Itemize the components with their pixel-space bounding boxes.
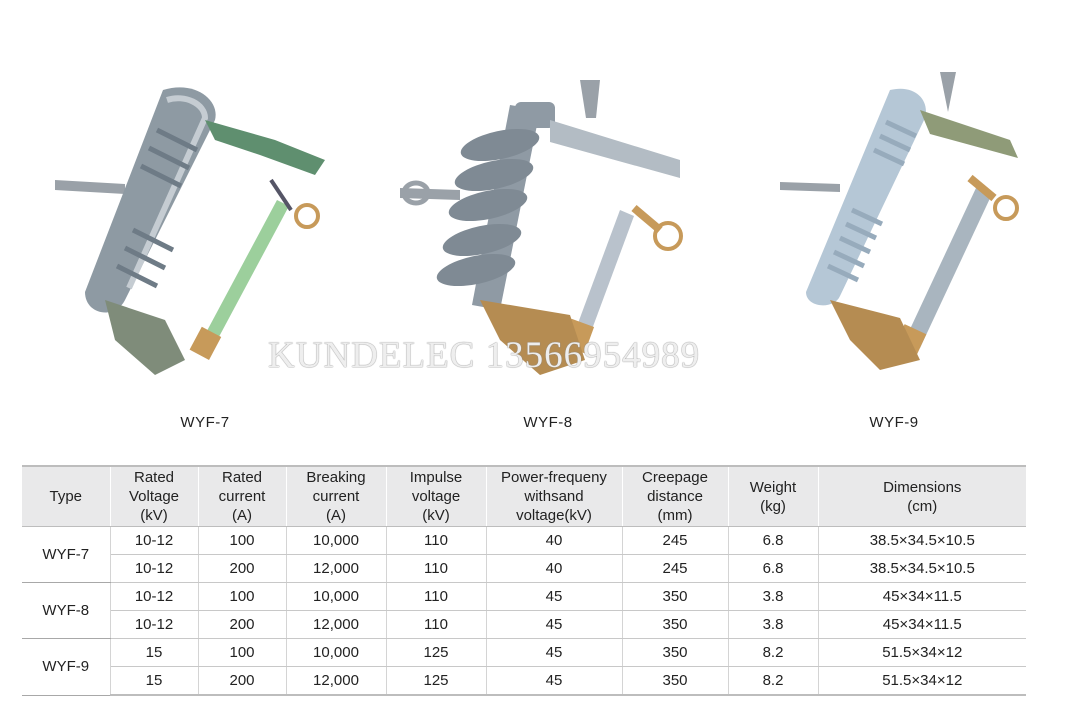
- header-rated-current: Rated current (A): [198, 465, 287, 527]
- cell-rated-voltage: 10-12: [110, 582, 199, 611]
- bottom-contact: [830, 300, 920, 370]
- cell-rated-voltage: 10-12: [110, 610, 199, 639]
- cell-rated-voltage: 15: [110, 638, 199, 667]
- porcelain-insulator: [780, 88, 926, 306]
- header-power-frequency-withstand: Power-frequeny withsand voltage(kV): [486, 465, 623, 527]
- cell-breaking-current: 12,000: [286, 666, 387, 696]
- cell-weight: 3.8: [728, 582, 819, 611]
- table-row: WYF-7 10-12 100 10,000 110 40 245 6.8 38…: [22, 526, 1026, 583]
- cell-breaking-current: 10,000: [286, 526, 387, 555]
- product-caption-wyf-9: WYF-9: [869, 414, 919, 431]
- table-row: 10-12 200 12,000 110 45 350 3.8 45×34×11…: [22, 610, 1026, 639]
- porcelain-insulator: [55, 87, 216, 313]
- fuse-tube: [893, 188, 992, 358]
- cell-breaking-current: 12,000: [286, 610, 387, 639]
- cell-creepage: 245: [622, 554, 729, 583]
- type-cell: WYF-8: [22, 582, 111, 639]
- cell-weight: 8.2: [728, 638, 819, 667]
- cell-creepage: 350: [622, 582, 729, 611]
- cell-weight: 6.8: [728, 526, 819, 555]
- cell-impulse-voltage: 125: [386, 666, 487, 696]
- product-image-wyf-8: [390, 60, 690, 390]
- header-type: Type: [22, 465, 111, 527]
- cell-rated-current: 200: [198, 666, 287, 696]
- top-contact: [205, 120, 325, 229]
- cell-power-frequency: 45: [486, 582, 623, 611]
- cell-impulse-voltage: 110: [386, 582, 487, 611]
- cell-dimensions: 51.5×34×12: [818, 638, 1026, 667]
- cell-power-frequency: 40: [486, 554, 623, 583]
- cell-rated-voltage: 15: [110, 666, 199, 696]
- watermark: KUNDELEC 13566954989: [268, 335, 701, 376]
- table-row: 10-12 200 12,000 110 40 245 6.8 38.5×34.…: [22, 554, 1026, 583]
- header-rated-voltage: Rated Voltage (kV): [110, 465, 199, 527]
- cell-dimensions: 38.5×34.5×10.5: [818, 526, 1026, 555]
- cell-power-frequency: 45: [486, 666, 623, 696]
- product-image-wyf-7: [45, 60, 345, 390]
- cell-breaking-current: 12,000: [286, 554, 387, 583]
- cell-breaking-current: 10,000: [286, 638, 387, 667]
- cell-weight: 8.2: [728, 666, 819, 696]
- type-cell: WYF-7: [22, 526, 111, 583]
- cell-breaking-current: 10,000: [286, 582, 387, 611]
- table-row: WYF-8 10-12 100 10,000 110 45 350 3.8 45…: [22, 582, 1026, 639]
- top-contact: [550, 80, 683, 251]
- header-dimensions: Dimensions (cm): [818, 465, 1026, 527]
- cell-rated-voltage: 10-12: [110, 554, 199, 583]
- cell-power-frequency: 45: [486, 610, 623, 639]
- cell-weight: 3.8: [728, 610, 819, 639]
- header-breaking-current: Breaking current (A): [286, 465, 387, 527]
- cell-creepage: 350: [622, 666, 729, 696]
- table-row: 15 200 12,000 125 45 350 8.2 51.5×34×12: [22, 666, 1026, 696]
- cell-power-frequency: 40: [486, 526, 623, 555]
- type-cell: WYF-9: [22, 638, 111, 696]
- table-row: WYF-9 15 100 10,000 125 45 350 8.2 51.5×…: [22, 638, 1026, 696]
- product-image-wyf-9: [770, 60, 1070, 390]
- cell-rated-current: 200: [198, 610, 287, 639]
- top-contact: [920, 72, 1019, 221]
- cell-dimensions: 51.5×34×12: [818, 666, 1026, 696]
- cell-impulse-voltage: 110: [386, 554, 487, 583]
- cell-rated-current: 200: [198, 554, 287, 583]
- cell-rated-current: 100: [198, 526, 287, 555]
- cell-rated-voltage: 10-12: [110, 526, 199, 555]
- table-header-row: Type Rated Voltage (kV) Rated current (A…: [22, 465, 1026, 527]
- product-caption-wyf-8: WYF-8: [523, 414, 573, 431]
- header-weight: Weight (kg): [728, 465, 819, 527]
- cell-dimensions: 38.5×34.5×10.5: [818, 554, 1026, 583]
- product-caption-wyf-7: WYF-7: [180, 414, 230, 431]
- cell-impulse-voltage: 110: [386, 526, 487, 555]
- polymer-insulator: [400, 102, 555, 310]
- cell-weight: 6.8: [728, 554, 819, 583]
- cell-rated-current: 100: [198, 638, 287, 667]
- cell-impulse-voltage: 125: [386, 638, 487, 667]
- cell-creepage: 350: [622, 610, 729, 639]
- header-impulse-voltage: Impulse voltage (kV): [386, 465, 487, 527]
- cell-creepage: 245: [622, 526, 729, 555]
- spec-table: Type Rated Voltage (kV) Rated current (A…: [22, 465, 1026, 696]
- bottom-contact: [480, 300, 585, 375]
- cell-dimensions: 45×34×11.5: [818, 610, 1026, 639]
- cell-impulse-voltage: 110: [386, 610, 487, 639]
- header-creepage-distance: Creepage distance (mm): [622, 465, 729, 527]
- cell-creepage: 350: [622, 638, 729, 667]
- cell-power-frequency: 45: [486, 638, 623, 667]
- fuse-tube: [189, 200, 289, 360]
- cell-rated-current: 100: [198, 582, 287, 611]
- bottom-contact: [105, 300, 185, 375]
- cell-dimensions: 45×34×11.5: [818, 582, 1026, 611]
